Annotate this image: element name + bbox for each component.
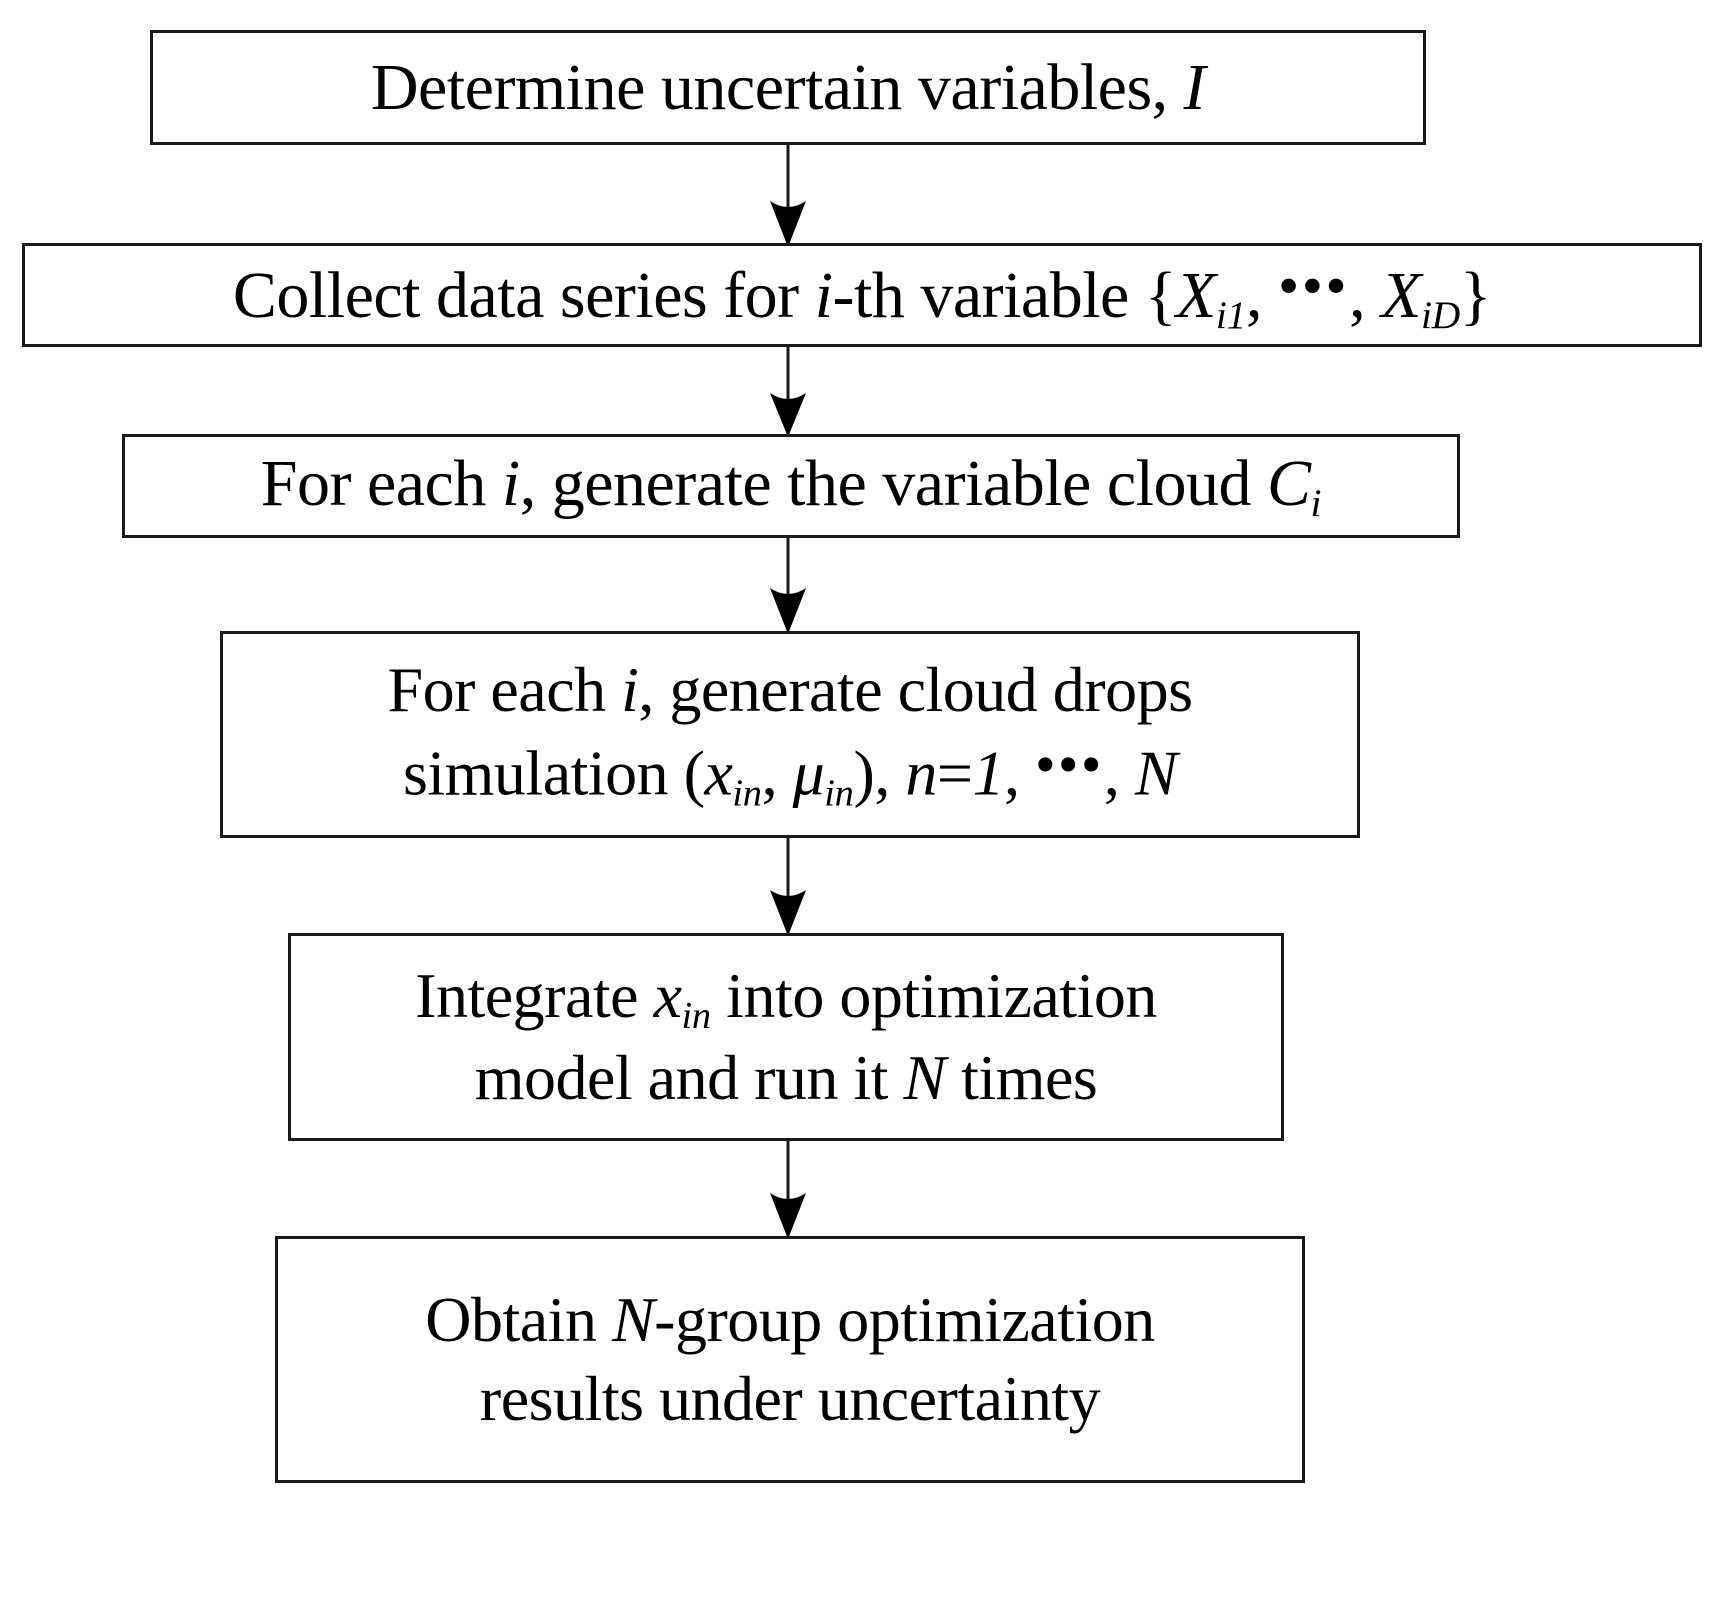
connector-arrow-1 [748, 143, 828, 247]
connector-arrow-3 [748, 536, 828, 634]
connector-arrow-4 [748, 836, 828, 936]
flow-node-label: For each i, generate the variable cloud … [260, 447, 1322, 526]
flow-node-label: Determine uncertain variables, I [370, 50, 1206, 124]
connector-arrow-2 [748, 345, 828, 437]
flow-node-label: Collect data series for i-th variable {X… [232, 253, 1492, 338]
flow-node-determine-uncertain-variables: Determine uncertain variables, I [150, 30, 1426, 145]
flow-node-generate-variable-cloud: For each i, generate the variable cloud … [122, 434, 1460, 538]
connector-arrow-5 [748, 1139, 828, 1239]
flow-node-collect-data-series: Collect data series for i-th variable {X… [22, 243, 1702, 347]
